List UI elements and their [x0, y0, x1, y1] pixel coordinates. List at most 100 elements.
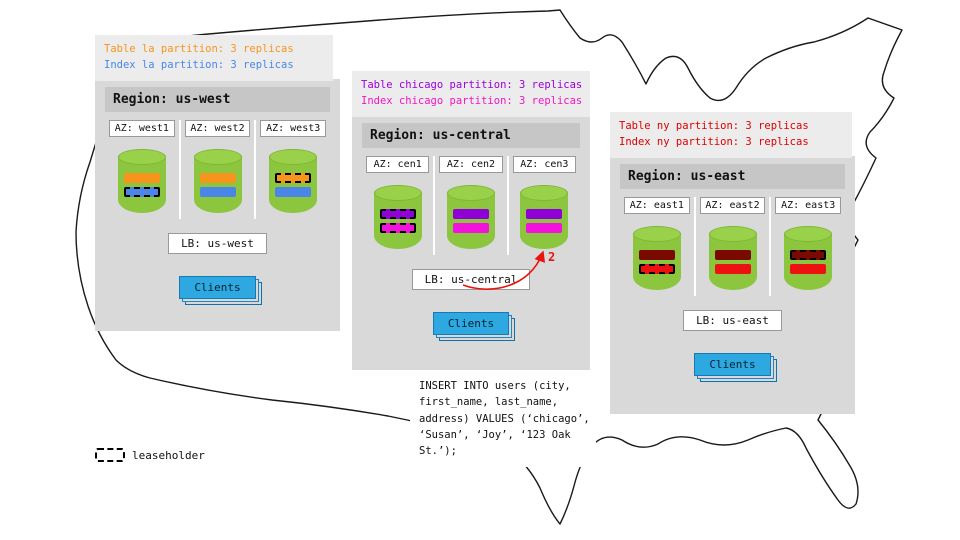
- table-replica-bar: [452, 209, 489, 219]
- index-replica-bar: [123, 187, 160, 197]
- az-row: AZ: cen1 AZ: cen2: [362, 156, 580, 255]
- az-label: AZ: cen1: [366, 156, 430, 173]
- index-replica-bar: [790, 264, 827, 274]
- cylinder-top: [117, 149, 166, 165]
- database-cylinder: [117, 149, 166, 215]
- index-replica-bar: [199, 187, 236, 197]
- table-replica-bar: [638, 250, 675, 260]
- leaseholder-swatch-icon: [95, 448, 125, 462]
- cylinder-body: [373, 193, 422, 249]
- cylinder-body: [117, 157, 166, 213]
- database-cylinder: [269, 149, 318, 215]
- cylinder-top: [520, 185, 569, 201]
- replica-bars: [374, 205, 422, 233]
- cylinder-body: [193, 157, 242, 213]
- az-column-east1: AZ: east1: [620, 197, 694, 296]
- step-number-label: 2: [548, 250, 556, 264]
- replica-bars: [633, 246, 681, 274]
- index-partition-caption: Index ny partition: 3 replicas: [619, 135, 809, 148]
- database-cylinder: [193, 149, 242, 215]
- table-partition-caption: Table ny partition: 3 replicas: [619, 120, 809, 132]
- step-arrow: [462, 250, 545, 290]
- clients-node: Clients: [179, 276, 256, 299]
- cylinder-top: [269, 149, 318, 165]
- cylinder-top: [446, 185, 495, 201]
- cylinder-top: [373, 185, 422, 201]
- table-replica-bar: [379, 209, 416, 219]
- replica-bars: [118, 169, 166, 197]
- table-replica-bar: [526, 209, 563, 219]
- replica-bars: [709, 246, 757, 274]
- sql-line: St.’);: [419, 445, 457, 458]
- table-replica-bar: [275, 173, 312, 183]
- sql-line: first_name, last_name,: [419, 396, 559, 409]
- az-label: AZ: cen3: [512, 156, 576, 173]
- cylinder-top: [632, 226, 681, 242]
- cylinder-body: [632, 234, 681, 290]
- region-panel-us-central: Region: us-central AZ: cen1 AZ: cen2: [352, 115, 590, 370]
- cylinder-top: [784, 226, 833, 242]
- sql-line: INSERT INTO users (city,: [419, 380, 571, 392]
- database-cylinder: [632, 226, 681, 292]
- replica-bars: [194, 169, 242, 197]
- sql-line: address) VALUES (‘chicago’,: [419, 412, 590, 425]
- region-panel-us-west: Region: us-west AZ: west1 AZ: west2: [95, 79, 340, 331]
- database-cylinder: [708, 226, 757, 292]
- az-label: AZ: west2: [184, 120, 251, 137]
- us-central-partition-caption: Table chicago partition: 3 replicas Inde…: [352, 71, 590, 117]
- az-column-west2: AZ: west2: [178, 120, 255, 219]
- legend-label: leaseholder: [132, 448, 205, 462]
- replica-bars: [447, 205, 495, 233]
- cylinder-body: [784, 234, 833, 290]
- az-column-cen2: AZ: cen2: [433, 156, 506, 255]
- index-partition-caption: Index chicago partition: 3 replicas: [361, 94, 583, 107]
- az-column-west3: AZ: west3: [254, 120, 330, 219]
- load-balancer-us-west: LB: us-west: [168, 233, 267, 254]
- index-replica-bar: [275, 187, 312, 197]
- cylinder-body: [708, 234, 757, 290]
- sql-statement-box: INSERT INTO users (city, first_name, las…: [410, 370, 596, 468]
- replica-bars: [784, 246, 832, 274]
- az-label: AZ: east3: [775, 197, 842, 214]
- index-replica-bar: [452, 223, 489, 233]
- region-title: Region: us-west: [105, 87, 330, 112]
- az-column-east2: AZ: east2: [693, 197, 770, 296]
- az-label: AZ: east2: [699, 197, 766, 214]
- az-label: AZ: west3: [260, 120, 327, 137]
- replica-bars: [520, 205, 568, 233]
- az-column-cen1: AZ: cen1: [362, 156, 433, 255]
- table-replica-bar: [790, 250, 827, 260]
- az-row: AZ: east1 AZ: east2: [620, 197, 845, 296]
- table-replica-bar: [199, 173, 236, 183]
- database-cylinder: [446, 185, 495, 251]
- index-partition-caption: Index la partition: 3 replicas: [104, 58, 294, 71]
- table-partition-caption: Table la partition: 3 replicas: [104, 43, 294, 55]
- database-cylinder: [373, 185, 422, 251]
- index-replica-bar: [714, 264, 751, 274]
- region-panel-us-east: Region: us-east AZ: east1 AZ: east2: [610, 156, 855, 414]
- az-label: AZ: east1: [624, 197, 690, 214]
- replica-bars: [269, 169, 317, 197]
- us-east-partition-caption: Table ny partition: 3 replicas Index ny …: [610, 112, 852, 158]
- az-column-west1: AZ: west1: [105, 120, 179, 219]
- az-label: AZ: west1: [109, 120, 175, 137]
- clients-node: Clients: [432, 312, 510, 335]
- cylinder-top: [708, 226, 757, 242]
- table-partition-caption: Table chicago partition: 3 replicas: [361, 79, 583, 91]
- us-west-partition-caption: Table la partition: 3 replicas Index la …: [95, 35, 333, 81]
- load-balancer-us-east: LB: us-east: [683, 310, 782, 331]
- table-replica-bar: [123, 173, 160, 183]
- cylinder-top: [193, 149, 242, 165]
- sql-line: ‘Susan’, ‘Joy’, ‘123 Oak: [419, 428, 571, 441]
- region-title: Region: us-central: [362, 123, 580, 148]
- cylinder-body: [520, 193, 569, 249]
- region-title: Region: us-east: [620, 164, 845, 189]
- legend: leaseholder: [95, 448, 205, 462]
- az-column-east3: AZ: east3: [769, 197, 845, 296]
- index-replica-bar: [379, 223, 416, 233]
- index-replica-bar: [526, 223, 563, 233]
- index-replica-bar: [638, 264, 675, 274]
- load-balancer-us-central: LB: us-central: [411, 269, 531, 290]
- cylinder-body: [269, 157, 318, 213]
